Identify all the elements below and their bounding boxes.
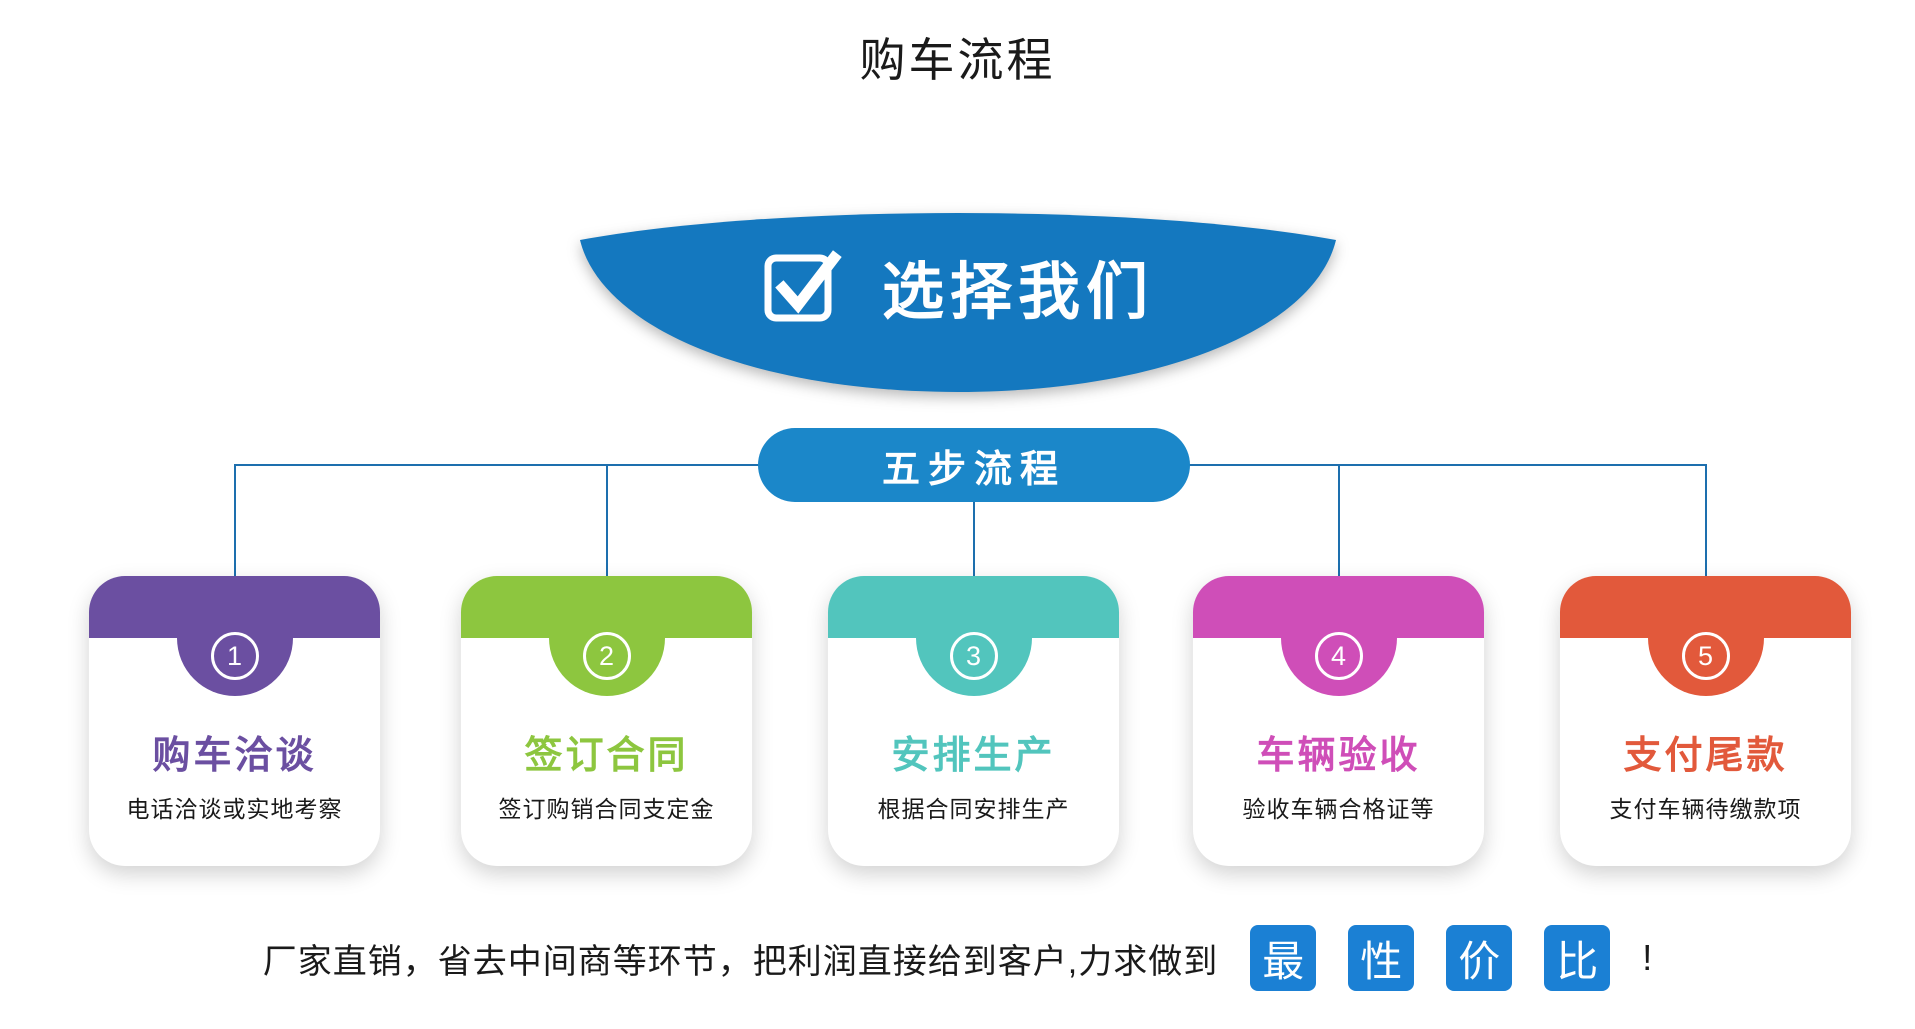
banner-title: 选择我们 bbox=[881, 258, 1154, 327]
step-number-badge: 5 bbox=[1681, 632, 1730, 680]
step-card-2: 2 签订合同 签订购销合同支定金 bbox=[461, 576, 752, 866]
step-title: 安排生产 bbox=[891, 735, 1056, 777]
step-band bbox=[89, 576, 380, 638]
connector-line-vertical-5 bbox=[1705, 464, 1707, 577]
connector-line-vertical-2 bbox=[606, 464, 608, 577]
step-band bbox=[1560, 576, 1851, 638]
step-description: 根据合同安排生产 bbox=[877, 796, 1070, 822]
connector-line-vertical-1 bbox=[234, 464, 236, 577]
step-title: 支付尾款 bbox=[1623, 735, 1788, 777]
step-description: 验收车辆合格证等 bbox=[1242, 796, 1435, 822]
step-description: 电话洽谈或实地考察 bbox=[126, 796, 343, 822]
step-title: 车辆验收 bbox=[1256, 735, 1421, 777]
step-number-badge: 2 bbox=[582, 632, 631, 680]
highlight-box-1: 最 bbox=[1250, 925, 1317, 991]
banner-content: 选择我们 bbox=[578, 236, 1338, 336]
footer-text: 厂家直销，省去中间商等环节，把利润直接给到客户,力求做到 bbox=[262, 942, 1219, 981]
step-card-4: 4 车辆验收 验收车辆合格证等 bbox=[1193, 576, 1484, 866]
highlight-box-4: 比 bbox=[1544, 925, 1611, 991]
step-number-badge: 1 bbox=[210, 632, 259, 680]
step-number: 4 bbox=[1330, 640, 1347, 671]
step-band bbox=[828, 576, 1119, 638]
step-number-badge: 4 bbox=[1314, 632, 1363, 680]
step-title: 购车洽谈 bbox=[152, 735, 317, 777]
step-number: 3 bbox=[965, 640, 982, 671]
banner: 选择我们 bbox=[578, 200, 1338, 400]
footer-slogan: 厂家直销，省去中间商等环节，把利润直接给到客户,力求做到 最 性 价 比 ! bbox=[0, 925, 1915, 991]
step-card-1: 1 购车洽谈 电话洽谈或实地考察 bbox=[89, 576, 380, 866]
step-card-3: 3 安排生产 根据合同安排生产 bbox=[828, 576, 1119, 866]
flow-pill: 五步流程 bbox=[758, 428, 1190, 502]
step-description: 支付车辆待缴款项 bbox=[1609, 796, 1802, 822]
step-description: 签订购销合同支定金 bbox=[498, 796, 715, 822]
flow-pill-label: 五步流程 bbox=[881, 448, 1066, 491]
footer-exclamation: ! bbox=[1642, 937, 1653, 978]
step-number: 1 bbox=[226, 640, 243, 671]
highlight-box-3: 价 bbox=[1446, 925, 1513, 991]
highlight-box-2: 性 bbox=[1348, 925, 1415, 991]
connector-line-vertical-4 bbox=[1338, 464, 1340, 577]
step-number: 2 bbox=[598, 640, 615, 671]
step-title: 签订合同 bbox=[524, 735, 689, 777]
step-card-5: 5 支付尾款 支付车辆待缴款项 bbox=[1560, 576, 1851, 866]
checkbox-checked-icon bbox=[764, 250, 842, 322]
step-band bbox=[1193, 576, 1484, 638]
step-number: 5 bbox=[1697, 640, 1714, 671]
connector-line-vertical-3 bbox=[973, 464, 975, 577]
step-number-badge: 3 bbox=[949, 632, 998, 680]
page-title: 购车流程 bbox=[859, 34, 1056, 86]
step-band bbox=[461, 576, 752, 638]
